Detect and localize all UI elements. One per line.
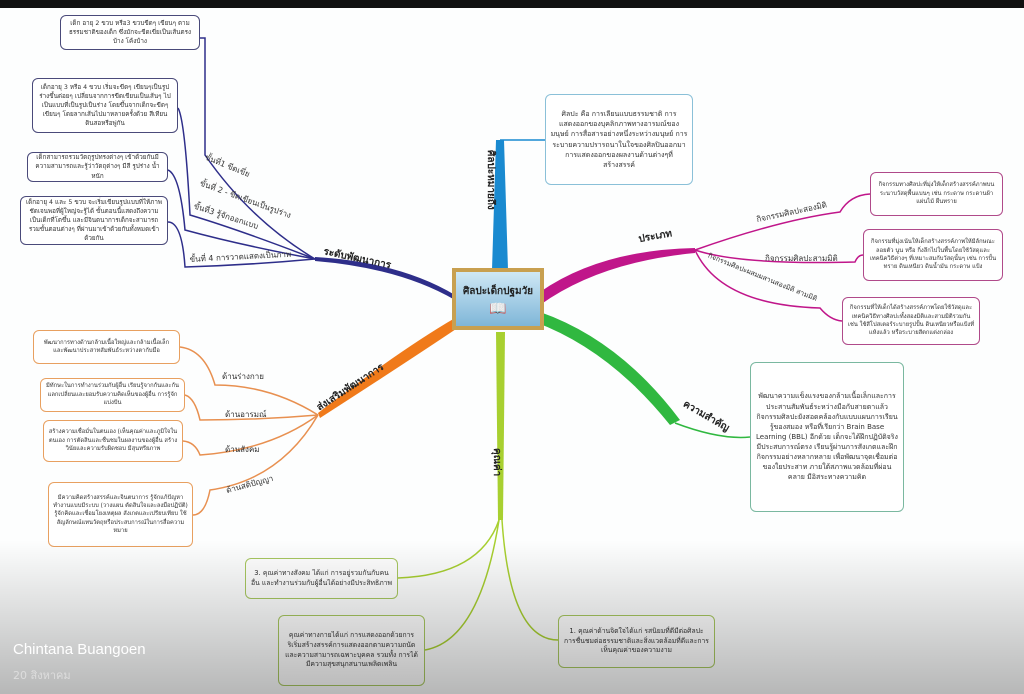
open-book-icon: 📖 — [489, 301, 507, 317]
central-topic-title: ศิลปะเด็กปฐมวัย — [462, 286, 534, 297]
dev-box-1: พัฒนาการทางด้านกล้ามเนื้อใหญ่และกล้ามเนื… — [33, 330, 180, 364]
branch-importance — [535, 312, 680, 425]
dev-label-3[interactable]: ด้านสังคม — [225, 445, 260, 454]
level-box-1: เด็ก อายุ 2 ขวบ หรือ3 ขวบขีดๆ เขียนๆ ตาม… — [60, 15, 200, 50]
dev-label-2[interactable]: ด้านอารมณ์ — [225, 410, 267, 419]
dev-box-2: มีทักษะในการทำงานร่วมกับผู้อื่น เรียนรู้… — [40, 378, 185, 412]
dev-box-4: มีความคิดสร้างสรรค์และจินตนาการ รู้จักแก… — [48, 482, 193, 547]
branch-label-definition[interactable]: ศิลปะหมายถึง — [485, 150, 496, 210]
post-date: 20 สิงหาคม — [13, 669, 71, 682]
branch-label-values[interactable]: คุณค่า — [491, 448, 502, 477]
type-box-3: กิจกรรมที่ให้เด็กได้สร้างสรรค์ภาพโดยใช้ว… — [842, 297, 980, 345]
type-label-2[interactable]: กิจกรรมศิลปะสามมิติ — [765, 254, 838, 263]
level-box-3: เด็กสามารถรวมวัตถุรูปทรงต่างๆ เข้าด้วยกั… — [27, 152, 168, 182]
value-box-3: 3. คุณค่าทางสังคม ได้แก่ การอยู่รวมกันกั… — [245, 558, 398, 599]
level-box-4: เด็กอายุ 4 และ 5 ขวบ จะเริ่มเขียนรูปแบบท… — [20, 196, 168, 245]
branch-definition — [492, 140, 508, 270]
definition-box: ศิลปะ คือ การเลียนแบบธรรมชาติ การแสดงออก… — [545, 94, 693, 185]
branch-types — [540, 248, 695, 305]
value-box-2: คุณค่าทางกายได้แก่ การแสดงออกด้วยการริเร… — [278, 615, 425, 686]
type-box-1: กิจกรรมทางศิลปะที่มุ่งให้เด็กสร้างสรรค์ภ… — [870, 172, 1003, 216]
value-box-1: 1. คุณค่าด้านจิตใจได้แก่ รสนิยมที่ดีมีต่… — [558, 615, 715, 668]
central-topic[interactable]: ศิลปะเด็กปฐมวัย 📖 — [452, 268, 544, 330]
post-author[interactable]: Chintana Buangoen — [13, 641, 146, 658]
branch-levels — [315, 257, 455, 300]
branch-values — [496, 332, 505, 520]
type-box-2: กิจกรรมที่มุ่งเน้นให้เด็กสร้างสรรค์ภาพให… — [863, 229, 1003, 281]
dev-box-3: สร้างความเชื่อมั่นในตนเอง (เห็นคุณค่าและ… — [43, 420, 183, 462]
dev-label-1[interactable]: ด้านร่างกาย — [222, 372, 264, 381]
branch-development — [318, 318, 462, 418]
level-box-2: เด็กอายุ 3 หรือ 4 ขวบ เริ่มจะขีดๆ เขียนๆ… — [32, 78, 178, 133]
top-bar — [0, 0, 1024, 8]
importance-box: พัฒนาความแข็งแรงของกล้ามเนื้อเล็กและการป… — [750, 362, 904, 512]
